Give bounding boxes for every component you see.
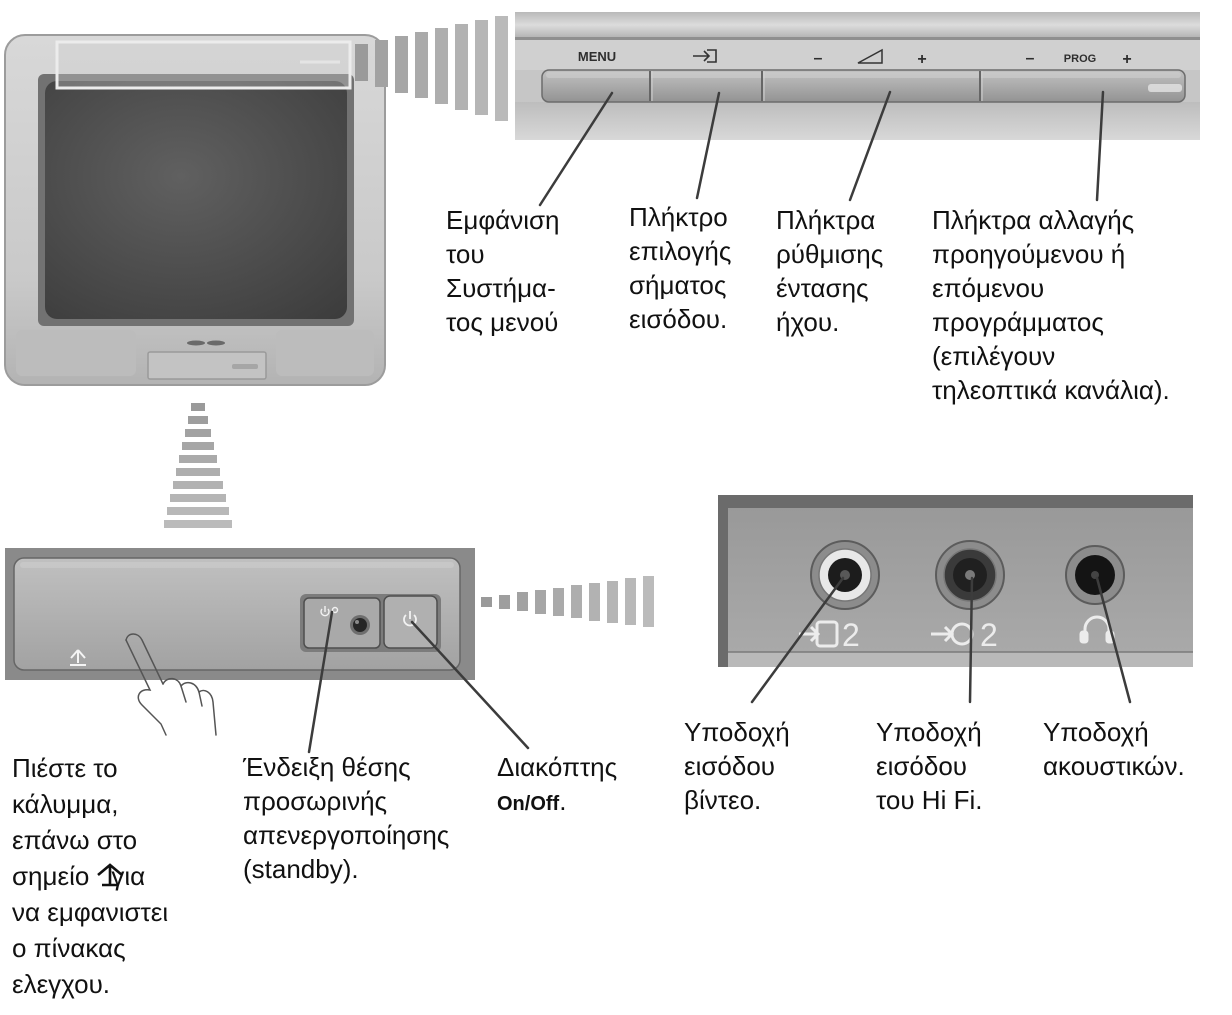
panel-open-arrow-icon xyxy=(70,649,86,666)
volume-wedge-icon xyxy=(857,48,883,64)
callout-line-text: Συστήμα- xyxy=(446,273,556,303)
callout-line-text: εισόδου. xyxy=(629,304,728,334)
zoom-wedge-top xyxy=(355,16,508,121)
callout-line-text: του xyxy=(446,239,485,269)
callout-line-text: σήματος xyxy=(629,270,727,300)
tv-top-control-strip-highlight xyxy=(55,40,352,90)
jack-panel: 2 2 xyxy=(718,495,1193,667)
callout-line-text: Εμφάνιση xyxy=(446,205,560,235)
program-plus-label: + xyxy=(1122,51,1131,68)
callout-line-text: να εμφανιστει xyxy=(12,897,169,927)
callout-line-text: ο πίνακας xyxy=(12,933,126,963)
volume-minus-label: – xyxy=(814,50,823,67)
tv-speaker-left xyxy=(16,330,136,376)
callout-switch-line: On/Off. xyxy=(497,784,617,821)
callout-icon-line: σημείο για xyxy=(12,858,168,894)
standby-indicator-box xyxy=(303,597,381,649)
tv-front-cover xyxy=(147,351,267,380)
callout-line-text: (επιλέγουν xyxy=(932,341,1056,371)
callout-line-text: Πλήκτρα αλλαγής xyxy=(932,205,1135,235)
callout-line-text: . xyxy=(559,786,567,816)
callout-menu: Εμφάνιση του Συστήμα- τος μενού xyxy=(446,203,560,339)
callout-line-text: εισόδου xyxy=(876,751,968,781)
callout-line-power xyxy=(410,620,530,750)
callout-line-text: Υποδοχή xyxy=(1043,717,1149,747)
callout-line-text: προγράμματος xyxy=(932,307,1104,337)
hifi-input-jack xyxy=(935,540,1005,610)
callout-line-text: προσωρινής xyxy=(243,786,388,816)
callout-line-text: Πλήκτρα xyxy=(776,205,876,235)
callout-standby: Ένδειξη θέσης προσωρινής απενεργοποίησης… xyxy=(243,750,449,886)
headphones-jack xyxy=(1065,545,1125,605)
callout-line-text: τηλεοπτικά κανάλια). xyxy=(932,375,1170,405)
callout-line-text: τος μενού xyxy=(446,307,559,337)
callout-line-text: έντασης xyxy=(776,273,869,303)
callout-line-text: (standby). xyxy=(243,854,359,884)
callout-line-text: Διακόπτης xyxy=(497,752,618,782)
callout-line-text: Ένδειξη θέσης xyxy=(243,752,411,782)
callout-line-text: ήχου. xyxy=(776,307,840,337)
callout-hifi-jack: Υποδοχή εισόδου του Hi Fi. xyxy=(876,715,982,817)
callout-line-text: ακουστικών. xyxy=(1043,751,1185,781)
callout-line-text: Πλήκτρο xyxy=(629,202,728,232)
callout-line-text: Πιέστε το xyxy=(12,753,118,783)
tv-screen xyxy=(45,81,347,319)
callout-power-switch: Διακόπτης On/Off. xyxy=(497,750,617,821)
power-icon xyxy=(403,611,417,627)
zoom-wedge-right xyxy=(481,576,654,627)
callout-line-text: βίντεο. xyxy=(684,785,762,815)
callout-headphones-jack: Υποδοχή ακουστικών. xyxy=(1043,715,1185,783)
callout-line-text: εισόδου xyxy=(684,751,776,781)
zoom-wedge-down xyxy=(164,403,232,528)
tv-speaker-right xyxy=(276,330,374,376)
on-off-label: On/Off xyxy=(497,793,560,815)
callout-line-text: κάλυμμα, xyxy=(12,789,119,819)
callout-line-text: σημείο xyxy=(12,861,90,891)
callout-video-jack: Υποδοχή εισόδου βίντεο. xyxy=(684,715,790,817)
callout-line-text: επιλογής xyxy=(629,236,732,266)
callout-line-text: Υποδοχή xyxy=(684,717,790,747)
callout-line-text: προηγούμενου ή xyxy=(932,239,1126,269)
callout-line-text: ελεγχου. xyxy=(12,969,111,999)
callout-line-menu xyxy=(538,91,614,207)
program-label: PROG xyxy=(1064,53,1096,65)
callout-cover: Πιέστε το κάλυμμα, επάνω στο σημείο για ν… xyxy=(12,750,168,1002)
callout-line-text: απενεργοποίησης xyxy=(243,820,450,850)
callout-line-video xyxy=(750,576,845,704)
callout-line-program xyxy=(1095,90,1105,202)
callout-line-text: ρύθμισης xyxy=(776,239,884,269)
menu-label: MENU xyxy=(578,49,616,64)
top-control-panel: MENU – + – PROG + xyxy=(515,12,1200,140)
callout-line-text: Υποδοχή xyxy=(876,717,982,747)
tv-logo xyxy=(187,340,225,346)
pressing-hand-sketch xyxy=(125,633,217,736)
callout-line-input xyxy=(695,91,721,200)
callout-line-volume xyxy=(848,90,892,202)
callout-program: Πλήκτρα αλλαγής προηγούμενου ή επόμενου … xyxy=(932,203,1170,407)
standby-indicator-icon xyxy=(320,606,339,617)
hifi-jack-label: 2 xyxy=(980,617,998,653)
standby-led xyxy=(350,615,370,635)
video-input-jack xyxy=(810,540,880,610)
callout-lines xyxy=(307,90,1132,754)
program-minus-label: – xyxy=(1026,50,1035,67)
volume-plus-label: + xyxy=(917,51,926,68)
callout-line-text: επάνω στο xyxy=(12,825,138,855)
callout-line-text: για xyxy=(111,861,146,891)
input-arrow-icon xyxy=(693,49,717,63)
tv-set xyxy=(4,34,386,386)
callout-volume: Πλήκτρα ρύθμισης έντασης ήχου. xyxy=(776,203,883,339)
callout-line-hifi xyxy=(968,576,974,704)
callout-line-standby xyxy=(307,610,334,754)
video-jack-label: 2 xyxy=(842,617,860,653)
tv-top-strip xyxy=(57,42,350,88)
callout-line-headphones xyxy=(1095,576,1132,704)
callout-line-text: του Hi Fi. xyxy=(876,785,983,815)
callout-input-select: Πλήκτρο επιλογής σήματος εισόδου. xyxy=(629,200,731,336)
callout-line-text: επόμενου xyxy=(932,273,1045,303)
panel-open-arrow-icon xyxy=(97,863,124,887)
front-control-panel xyxy=(5,548,475,736)
